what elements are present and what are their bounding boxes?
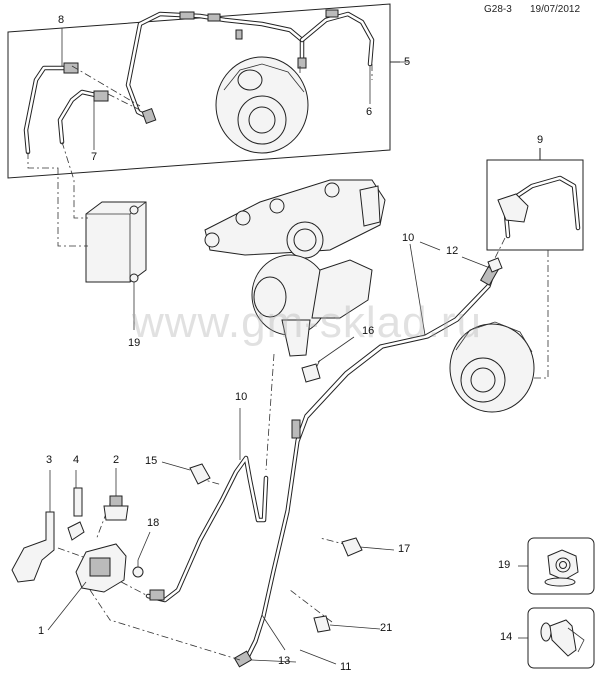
- callout-11-top: 10: [402, 232, 415, 244]
- callout-6: 6: [366, 106, 373, 118]
- hose-10-13: [145, 455, 269, 603]
- legend-box-20: [518, 537, 595, 595]
- flange-nut-icon: [544, 549, 579, 587]
- callout-19: 19: [128, 337, 141, 349]
- callout-3: 3: [46, 454, 53, 466]
- callout-7: 7: [91, 151, 98, 163]
- callout-17: 17: [398, 543, 411, 555]
- leader-lines: [47, 28, 491, 665]
- callout-13: 13: [278, 655, 291, 667]
- callout-21: 21: [380, 622, 393, 634]
- diagram-code: G28-3: [484, 4, 512, 15]
- callout-15: 15: [145, 455, 158, 467]
- diagram-date: 19/07/2012: [530, 4, 581, 15]
- callout-1: 1: [38, 625, 45, 637]
- hose-9: [497, 175, 581, 239]
- hose-7-8: [23, 62, 109, 155]
- callout-14: 14: [500, 631, 513, 643]
- vacuum-reservoir: [85, 201, 147, 283]
- callout-8: 8: [58, 14, 65, 26]
- turbocharger-manifold: [204, 179, 386, 357]
- hose-clips: [189, 257, 503, 633]
- callout-12: 12: [446, 245, 459, 257]
- watermark: www.gm-sklad.ru: [132, 298, 482, 347]
- callout-20: 19: [498, 559, 511, 571]
- inset-frame-upper: [7, 3, 400, 179]
- callout-5: 5: [404, 56, 411, 68]
- vacuum-valve-assembly: [11, 487, 144, 593]
- callout-2: 2: [113, 454, 120, 466]
- vacuum-pump-upper: [215, 56, 309, 154]
- callout-18: 18: [147, 517, 160, 529]
- callout-16: 16: [362, 325, 375, 337]
- vacuum-pipe-upper: [125, 9, 375, 124]
- legend-box-14: [518, 607, 595, 669]
- callout-4: 4: [73, 454, 80, 466]
- push-clip-icon: [540, 619, 585, 657]
- callout-11-bottom: 11: [340, 661, 352, 673]
- inset-frame-right: [486, 148, 584, 251]
- vacuum-pump-right: [449, 321, 535, 413]
- callout-9: 9: [537, 134, 544, 146]
- callout-10: 10: [235, 391, 248, 403]
